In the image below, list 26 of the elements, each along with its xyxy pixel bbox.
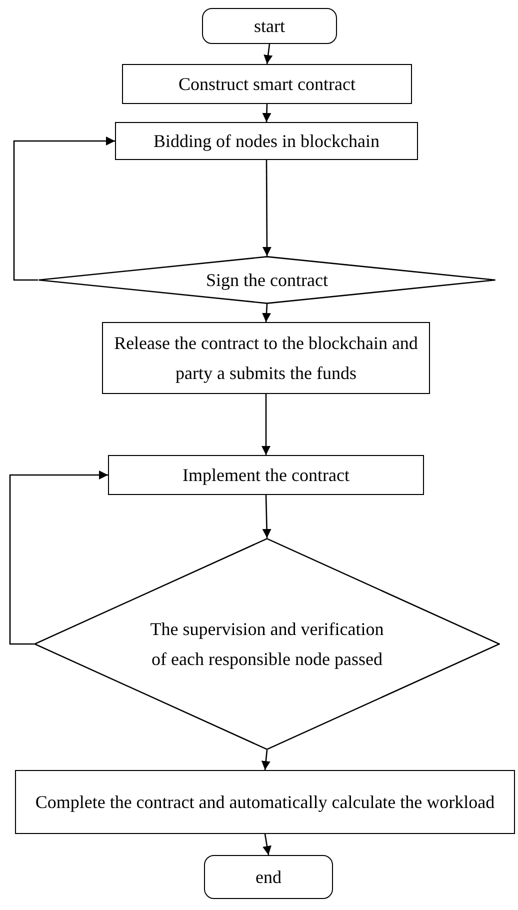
node-text: Complete the contract and automatically calculate the workload (35, 791, 495, 814)
arrow (13, 136, 115, 281)
process-box (15, 770, 515, 834)
arrow (262, 304, 271, 322)
arrow (262, 494, 272, 538)
node-text: The supervision and verification of each responsible node passed (149, 618, 385, 671)
arrow (264, 44, 273, 64)
arrow (262, 104, 272, 122)
terminal-box (204, 855, 333, 899)
arrow (261, 750, 270, 770)
node-text: Implement the contract (182, 464, 350, 487)
process-box (102, 322, 430, 394)
process-box (122, 64, 412, 104)
node-text: Sign the contract (206, 269, 328, 292)
terminal-box (202, 8, 337, 44)
process-box (108, 455, 424, 495)
arrow (9, 470, 108, 645)
process-box (115, 122, 418, 160)
arrow (262, 160, 272, 256)
node-text: Construct smart contract (178, 73, 356, 96)
node-text: Bidding of nodes in blockchain (154, 130, 380, 153)
arrow (262, 834, 272, 856)
node-text: start (254, 15, 285, 38)
node-text: Release the contract to the blockchain and party a submits the funds (113, 332, 419, 385)
arrow (262, 394, 270, 455)
node-text: end (256, 866, 282, 889)
